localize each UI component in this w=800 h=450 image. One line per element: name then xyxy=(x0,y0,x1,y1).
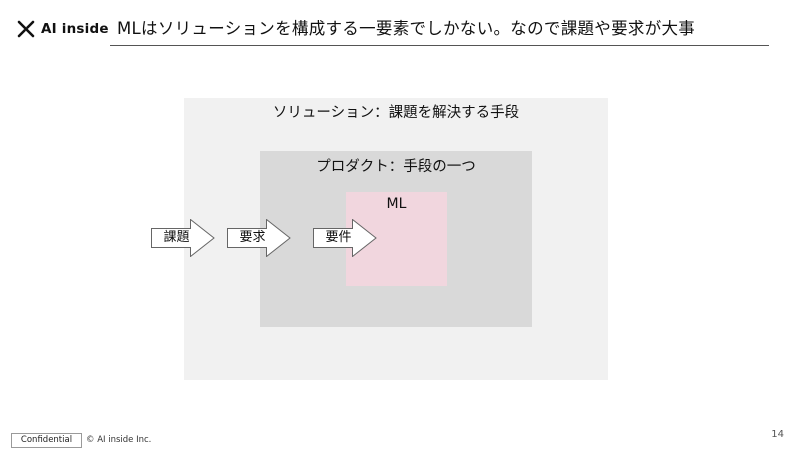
logo: AI inside xyxy=(16,18,109,40)
title-divider xyxy=(110,45,769,46)
arrow-requirement: 要求 xyxy=(227,219,291,257)
ai-inside-logo-icon xyxy=(17,20,35,38)
page-title: MLはソリューションを構成する一要素でしかない。なので課題や要求が大事 xyxy=(117,19,696,38)
arrow-specification: 要件 xyxy=(313,219,377,257)
arrow-label-requirement: 要求 xyxy=(239,230,266,245)
copyright-text: © AI inside Inc. xyxy=(86,435,152,445)
arrow-label-issue: 課題 xyxy=(163,230,190,245)
right-arrow-icon xyxy=(313,219,377,257)
solution-label: ソリューション：課題を解決する手段 xyxy=(272,105,520,121)
right-arrow-icon xyxy=(227,219,291,257)
arrow-issue: 課題 xyxy=(151,219,215,257)
page-number: 14 xyxy=(771,429,784,440)
product-label: プロダクト：手段の一つ xyxy=(316,159,476,175)
logo-text: AI inside xyxy=(41,21,109,37)
confidential-badge: Confidential xyxy=(11,433,82,448)
right-arrow-icon xyxy=(151,219,215,257)
arrow-label-specification: 要件 xyxy=(325,230,352,245)
ml-label: ML xyxy=(386,196,407,212)
